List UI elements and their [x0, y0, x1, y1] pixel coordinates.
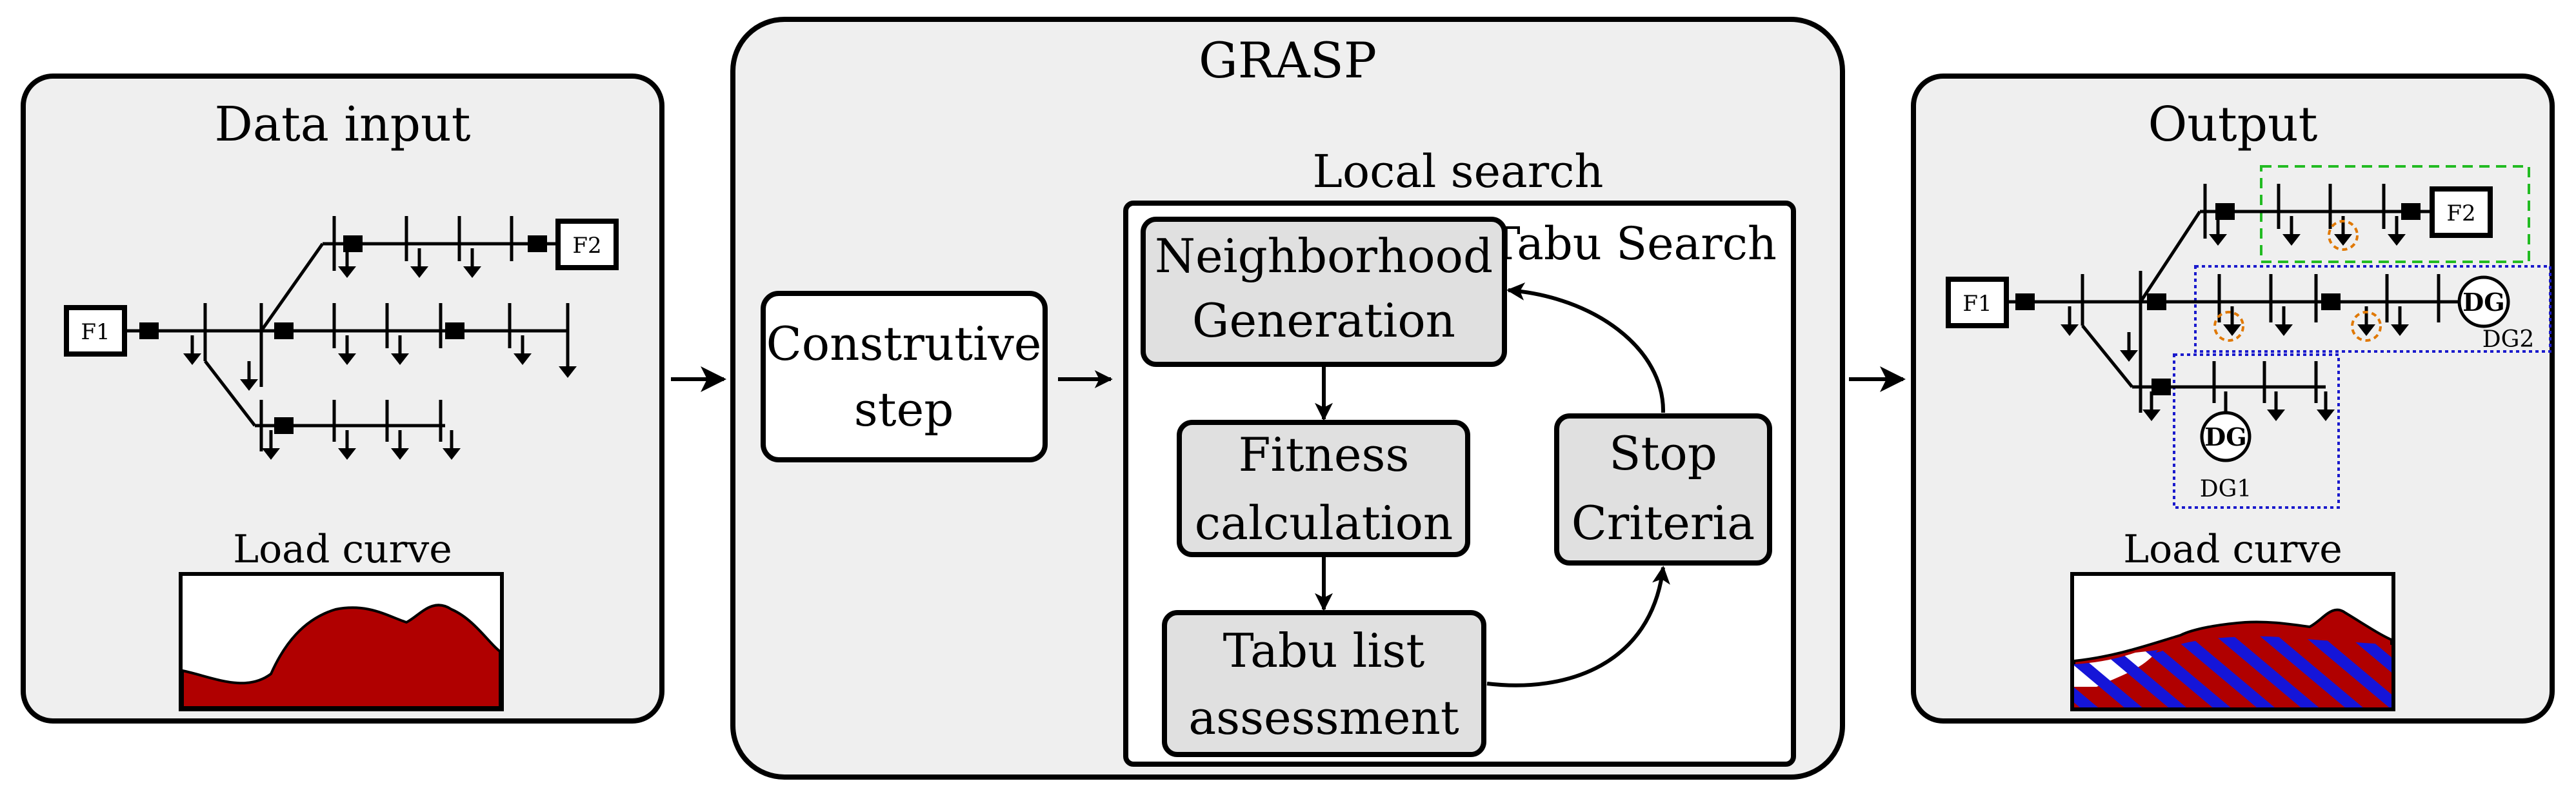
output-load-curve-chart	[2070, 572, 2395, 711]
stop-criteria-box: Stop Criteria	[1554, 413, 1772, 566]
output-title: Output	[2148, 97, 2318, 152]
constructive-step-box: Construtive step	[761, 291, 1048, 462]
grasp-panel: GRASP Construtive step Local search Tabu…	[730, 17, 1845, 780]
blue-zone-dg2	[2194, 265, 2551, 353]
stop-criteria-line-2: Criteria	[1572, 496, 1755, 550]
data-input-title: Data input	[215, 97, 471, 152]
neighborhood-generation-line-2: Generation	[1192, 293, 1455, 348]
tabu-list-assessment-line-1: Tabu list	[1223, 624, 1425, 678]
output-feeder-f1-label: F1	[1962, 291, 1992, 317]
tabu-search-title: Tabu Search	[1490, 217, 1777, 270]
neighborhood-generation-box: Neighborhood Generation	[1141, 217, 1507, 367]
tabu-list-assessment-box: Tabu list assessment	[1162, 610, 1486, 757]
stop-to-neighborhood-arrow	[1506, 282, 1666, 413]
fitness-calculation-line-2: calculation	[1195, 496, 1453, 550]
fitness-calculation-line-1: Fitness	[1239, 428, 1410, 482]
dg1-label: DG1	[2200, 476, 2252, 502]
input-network-diagram: F1	[64, 216, 619, 460]
dg2-symbol: DG	[2462, 288, 2504, 317]
grasp-title: GRASP	[1199, 32, 1377, 89]
fitness-calculation-box: Fitness calculation	[1177, 420, 1470, 557]
data-input-panel: Data input F1	[21, 74, 664, 724]
constructive-step-line-2: step	[854, 382, 954, 437]
dg1-symbol: DG	[2204, 422, 2246, 451]
constructive-step-line-1: Construtive	[766, 317, 1042, 371]
tabu-list-assessment-line-2: assessment	[1188, 691, 1459, 745]
input-load-curve-chart	[179, 572, 504, 711]
local-search-title: Local search	[1312, 145, 1603, 198]
green-zone	[2260, 165, 2530, 263]
output-panel: Output F1	[1911, 74, 2555, 724]
dg2-label: DG2	[2482, 326, 2535, 353]
input-load-curve-label: Load curve	[233, 527, 452, 572]
stop-criteria-line-1: Stop	[1609, 426, 1717, 480]
output-load-curve-label: Load curve	[2123, 527, 2342, 572]
output-network-diagram: F1 DG DG2	[1946, 165, 2551, 509]
neighborhood-generation-line-1: Neighborhood	[1155, 229, 1493, 283]
input-feeder-f1-label: F1	[81, 319, 110, 345]
tabu-list-to-stop-arrow	[1486, 566, 1670, 687]
output-feeder-f2-label: F2	[2446, 201, 2475, 226]
blue-zone-dg1	[2173, 353, 2340, 509]
input-feeder-f2-label: F2	[572, 233, 601, 259]
